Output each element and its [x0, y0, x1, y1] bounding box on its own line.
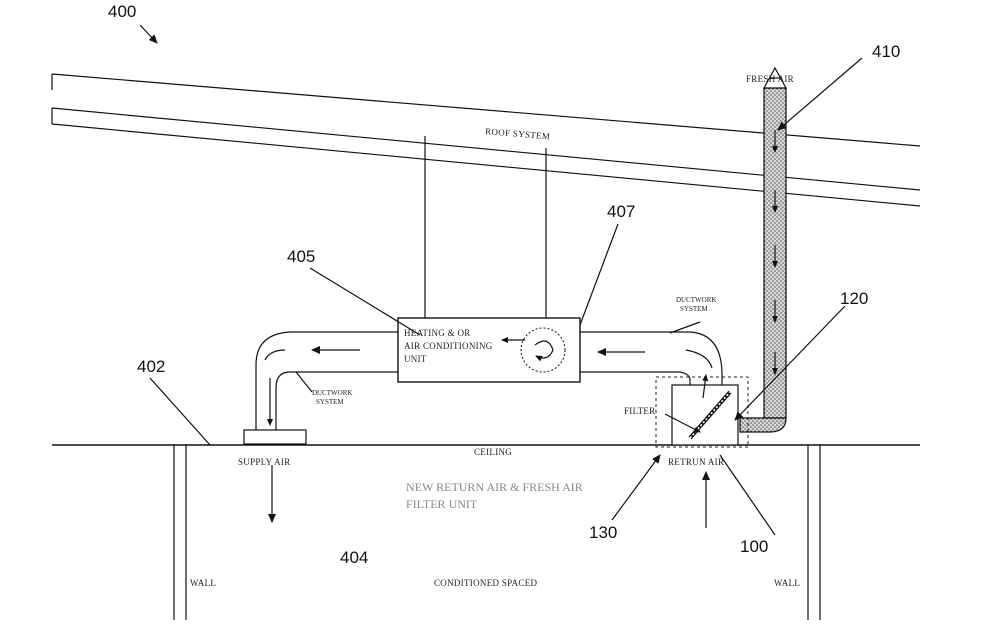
ductwork-left-leader — [295, 371, 313, 393]
ref-402-leader — [149, 377, 211, 446]
filter-unit-outline — [655, 376, 749, 448]
ceiling-label: CEILING — [474, 447, 512, 457]
ref-120: 120 — [840, 289, 868, 308]
ref-402: 402 — [137, 357, 165, 376]
filter-label: FILTER — [624, 406, 655, 416]
ref-407: 407 — [607, 202, 635, 221]
ref-400: 400 — [108, 2, 136, 21]
filter-leader-arrow — [664, 413, 701, 433]
return-air-label: RETRUN AIR — [668, 457, 724, 467]
ref-100: 100 — [740, 537, 768, 556]
wall-left — [173, 445, 187, 620]
ref-405-leader — [309, 267, 421, 336]
ref-100-leader — [719, 454, 776, 536]
unit-label-line2: AIR CONDITIONING — [404, 341, 493, 351]
ductwork-left-label-1: DUCTWORK — [312, 389, 352, 397]
ductwork-left-label-2: SYSTEM — [316, 398, 344, 406]
wall-left-label: WALL — [190, 578, 216, 588]
wall-right — [807, 445, 821, 620]
supply-air-label: SUPPLY AIR — [238, 457, 291, 467]
fresh-air-label: FRESH AIR — [746, 74, 794, 84]
unit-label-line1: HEATING & OR — [404, 328, 471, 338]
roof-system-label: ROOF SYSTEM — [485, 126, 551, 141]
conditioned-space-label: CONDITIONED SPACED — [434, 578, 538, 588]
ref-130-arrow — [611, 454, 661, 521]
ductwork-right-label-1: DUCTWORK — [676, 296, 716, 304]
roof-system — [51, 73, 921, 207]
supply-air-diffuser — [243, 429, 307, 445]
new-unit-label-line1: NEW RETURN AIR & FRESH AIR — [406, 480, 583, 494]
filter-airflow-arrow — [702, 374, 709, 399]
new-unit-label-line2: FILTER UNIT — [406, 497, 478, 511]
ref-407-leader — [579, 223, 619, 326]
ref-404: 404 — [340, 548, 368, 567]
unit-label-line3: UNIT — [404, 354, 427, 364]
ductwork-left — [255, 331, 398, 430]
ref-120-arrow — [734, 305, 846, 421]
ref-130: 130 — [589, 523, 617, 542]
ductwork-right-leader — [669, 321, 701, 334]
ref-405: 405 — [287, 247, 315, 266]
ref-400-arrow — [139, 24, 158, 44]
ductwork-right-label-2: SYSTEM — [680, 305, 708, 313]
ref-410-arrow — [777, 57, 863, 131]
wall-right-label: WALL — [774, 578, 800, 588]
blower-fan-icon — [501, 327, 566, 373]
ref-410: 410 — [872, 42, 900, 61]
